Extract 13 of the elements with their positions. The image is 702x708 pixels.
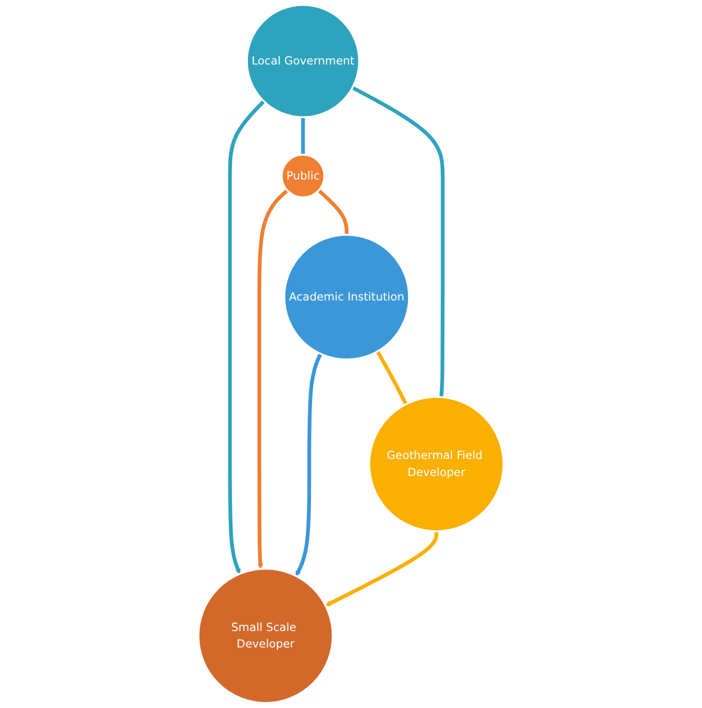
arrow [325,531,438,606]
connector [301,117,305,155]
arrow [257,189,289,570]
arrow [295,352,322,576]
node-circle: Geothermal Field Developer [368,396,504,532]
node-circle: Academic Institution [283,234,410,360]
connector [376,350,408,406]
connector [352,86,445,398]
node-circle: Local Government [246,4,360,118]
node-circle: Public [280,154,326,198]
connector [317,189,349,235]
arrow [228,100,266,574]
node-circle: Small Scale Developer [198,568,334,704]
